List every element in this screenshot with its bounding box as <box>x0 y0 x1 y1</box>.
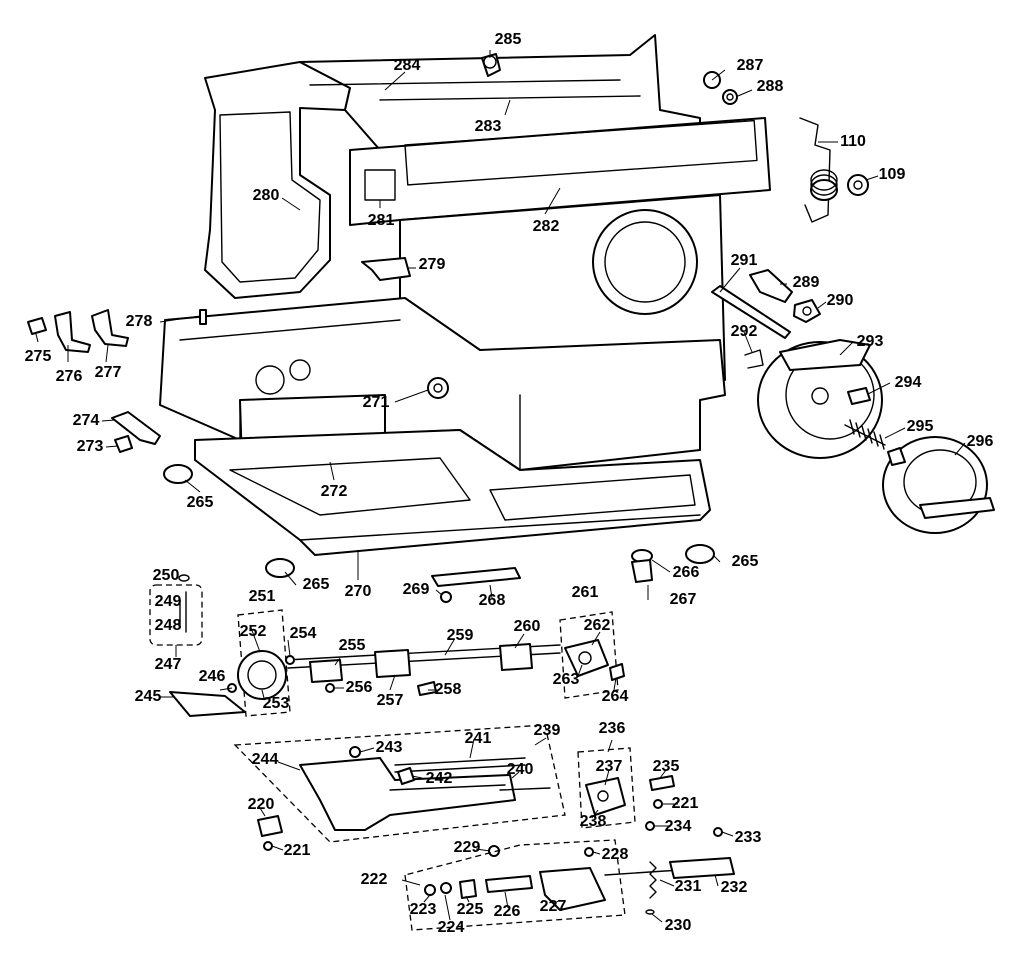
part-label-244: 244 <box>251 751 279 768</box>
part-label-266: 266 <box>672 564 700 581</box>
part-label-221: 221 <box>283 842 311 859</box>
part-label-220: 220 <box>247 796 275 813</box>
part-label-235: 235 <box>652 758 680 775</box>
part-label-265: 265 <box>186 494 214 511</box>
part-label-278: 278 <box>125 313 153 330</box>
part-label-288: 288 <box>756 78 784 95</box>
part-label-265: 265 <box>731 553 759 570</box>
part-label-274: 274 <box>72 412 100 429</box>
feed-assembly <box>233 724 735 931</box>
part-label-259: 259 <box>446 627 474 644</box>
part-label-271: 271 <box>362 394 390 411</box>
base-plate <box>194 429 711 556</box>
part-label-275: 275 <box>24 348 52 365</box>
part-label-243: 243 <box>375 739 403 756</box>
part-label-257: 257 <box>376 692 404 709</box>
part-label-268: 268 <box>478 592 506 609</box>
part-label-247: 247 <box>154 656 182 673</box>
part-label-276: 276 <box>55 368 83 385</box>
part-label-230: 230 <box>664 917 692 934</box>
part-label-237: 237 <box>595 758 623 775</box>
part-label-273: 273 <box>76 438 104 455</box>
part-label-248: 248 <box>154 617 182 634</box>
part-label-279: 279 <box>418 256 446 273</box>
part-label-289: 289 <box>792 274 820 291</box>
part-label-283: 283 <box>474 118 502 135</box>
part-label-287: 287 <box>736 57 764 74</box>
part-label-290: 290 <box>826 292 854 309</box>
part-label-233: 233 <box>734 829 762 846</box>
part-label-281: 281 <box>367 212 395 229</box>
part-label-263: 263 <box>552 671 580 688</box>
shaft-assembly <box>149 574 625 717</box>
part-label-295: 295 <box>906 418 934 435</box>
part-label-110: 110 <box>840 133 866 150</box>
part-label-291: 291 <box>730 252 758 269</box>
part-label-256: 256 <box>345 679 373 696</box>
part-label-296: 296 <box>966 433 994 450</box>
part-label-245: 245 <box>134 688 162 705</box>
part-label-293: 293 <box>856 333 884 350</box>
part-label-234: 234 <box>664 818 692 835</box>
part-label-223: 223 <box>409 901 437 918</box>
part-label-222: 222 <box>360 871 388 888</box>
part-label-254: 254 <box>289 625 317 642</box>
part-label-109: 109 <box>878 166 906 183</box>
part-label-231: 231 <box>674 878 702 895</box>
part-label-239: 239 <box>533 722 561 739</box>
part-label-265: 265 <box>302 576 330 593</box>
part-label-236: 236 <box>598 720 626 737</box>
part-label-226: 226 <box>493 903 521 920</box>
part-label-227: 227 <box>539 898 567 915</box>
part-label-269: 269 <box>402 581 430 598</box>
part-label-277: 277 <box>94 364 122 381</box>
part-label-270: 270 <box>344 583 372 600</box>
part-label-285: 285 <box>494 31 522 48</box>
part-label-238: 238 <box>579 813 607 830</box>
part-label-250: 250 <box>152 567 180 584</box>
part-label-272: 272 <box>320 483 348 500</box>
part-label-282: 282 <box>532 218 560 235</box>
part-label-261: 261 <box>571 584 599 601</box>
part-label-280: 280 <box>252 187 280 204</box>
part-label-241: 241 <box>464 730 492 747</box>
machine-casting <box>159 34 771 471</box>
part-label-232: 232 <box>720 879 748 896</box>
part-label-294: 294 <box>894 374 922 391</box>
part-label-228: 228 <box>601 846 629 863</box>
part-label-260: 260 <box>513 618 541 635</box>
part-label-246: 246 <box>198 668 226 685</box>
part-label-284: 284 <box>393 57 421 74</box>
part-label-292: 292 <box>730 323 758 340</box>
part-label-252: 252 <box>239 623 267 640</box>
part-label-249: 249 <box>154 593 182 610</box>
part-label-240: 240 <box>506 761 534 778</box>
part-label-221: 221 <box>671 795 699 812</box>
part-label-251: 251 <box>248 588 276 605</box>
part-label-267: 267 <box>669 591 697 608</box>
part-label-262: 262 <box>583 617 611 634</box>
leader-lines <box>35 50 966 923</box>
part-label-255: 255 <box>338 637 366 654</box>
part-label-264: 264 <box>601 688 629 705</box>
part-label-258: 258 <box>434 681 462 698</box>
hardware-parts <box>27 53 995 603</box>
part-label-229: 229 <box>453 839 481 856</box>
part-label-224: 224 <box>437 919 465 936</box>
part-label-225: 225 <box>456 901 484 918</box>
part-label-242: 242 <box>425 770 453 787</box>
part-label-253: 253 <box>262 695 290 712</box>
